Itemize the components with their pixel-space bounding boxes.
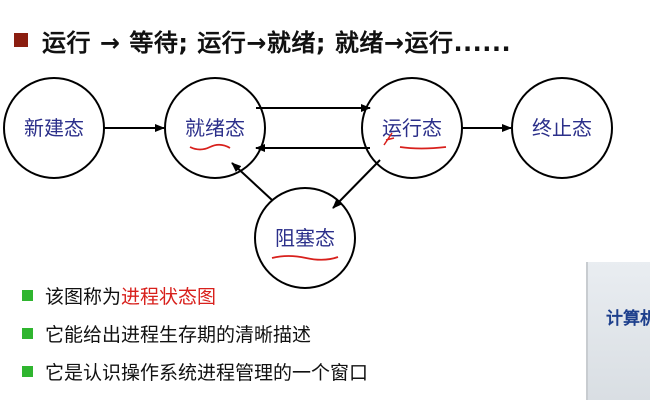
state-label-terminated: 终止态 [532, 116, 592, 140]
bullet-item: 它是认识操作系统进程管理的一个窗口 [22, 352, 368, 390]
bullet-text-1-prefix: 该图称为 [45, 286, 121, 308]
bullet-square-icon [22, 328, 33, 339]
state-label-new: 新建态 [24, 116, 84, 140]
photo-inset-text: 计算机 [606, 304, 650, 329]
bullet-text-3: 它是认识操作系统进程管理的一个窗口 [45, 358, 368, 385]
state-label-running: 运行态 [382, 116, 442, 140]
bullet-text-1: 该图称为进程状态图 [45, 282, 216, 309]
bullet-item: 该图称为进程状态图 [22, 276, 368, 314]
bullet-text-1-highlight: 进程状态图 [121, 286, 216, 308]
arrow-running-to-blocked [333, 160, 380, 208]
bullet-square-icon [22, 366, 33, 377]
bullet-square-icon [22, 290, 33, 301]
arrow-blocked-to-ready [232, 163, 272, 200]
state-label-ready: 就绪态 [185, 116, 245, 140]
bullet-item: 它能给出进程生存期的清晰描述 [22, 314, 368, 352]
bullet-list: 该图称为进程状态图 它能给出进程生存期的清晰描述 它是认识操作系统进程管理的一个… [22, 276, 368, 390]
photo-inset: 计算机 [586, 262, 650, 400]
state-label-blocked: 阻塞态 [275, 226, 335, 250]
bullet-text-2: 它能给出进程生存期的清晰描述 [45, 320, 311, 347]
